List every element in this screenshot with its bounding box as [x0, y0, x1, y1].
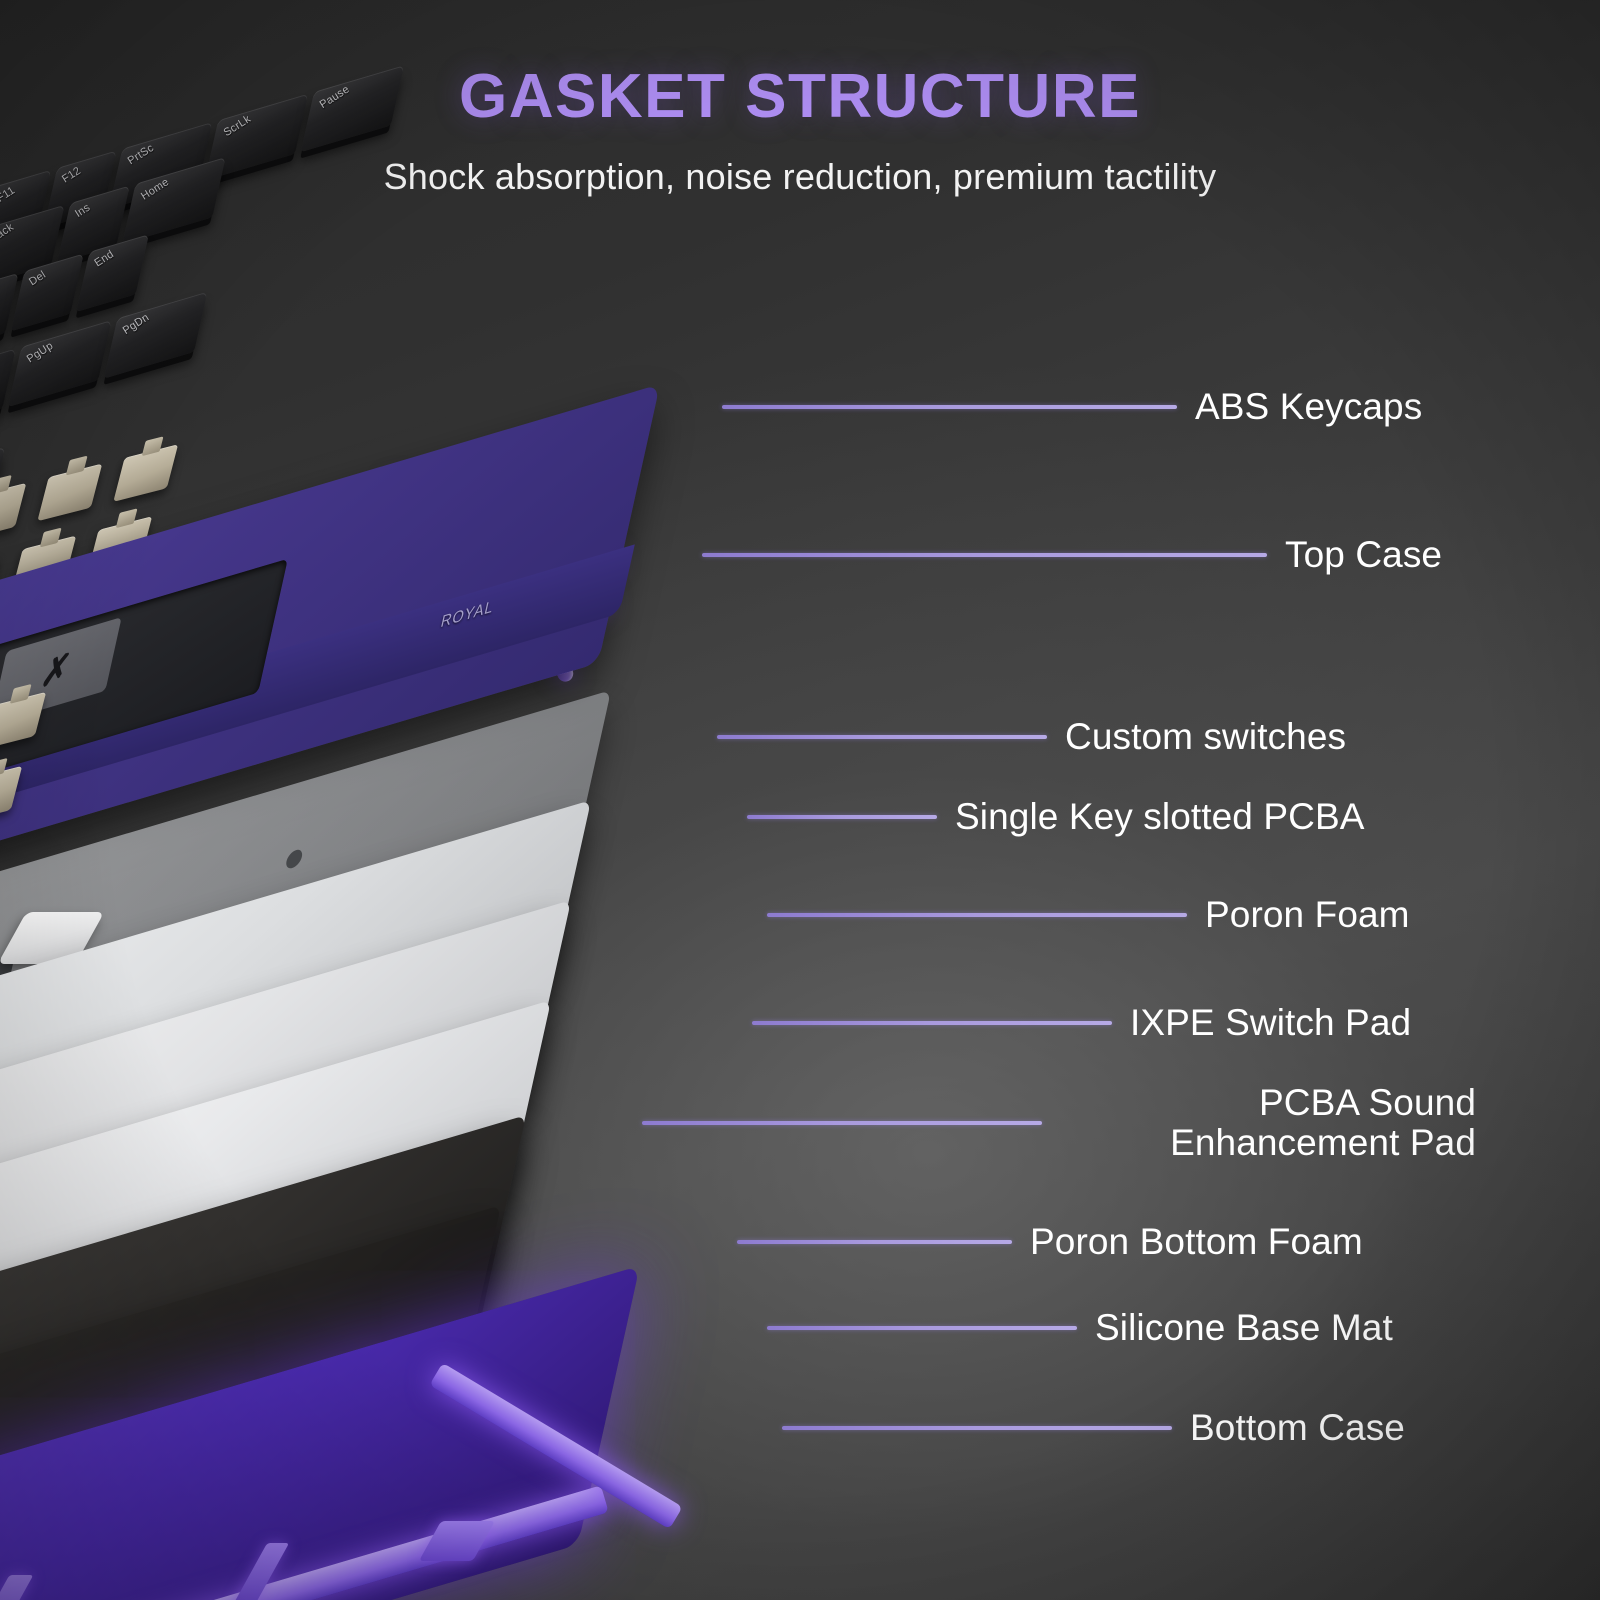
callout-leader-line [767, 1325, 1077, 1330]
callout-label: Poron Bottom Foam [1030, 1221, 1363, 1262]
callout-poron-bottom-foam: Poron Bottom Foam [737, 1222, 1363, 1262]
callout-label: Poron Foam [1205, 894, 1410, 935]
callout-leader-line [717, 734, 1047, 739]
callout-label: Single Key slotted PCBA [955, 796, 1365, 837]
callout-leader-line [747, 814, 937, 819]
callout-top-case: Top Case [702, 535, 1442, 575]
page-title: GASKET STRUCTURE [459, 62, 1141, 131]
callout-single-key-slotted-pcba: Single Key slotted PCBA [747, 797, 1365, 837]
callout-label: Top Case [1285, 534, 1443, 575]
callout-label: Bottom Case [1190, 1407, 1405, 1448]
callout-label: Silicone Base Mat [1095, 1307, 1393, 1348]
callout-poron-foam: Poron Foam [767, 895, 1410, 935]
callout-leader-line [782, 1425, 1172, 1430]
callout-label: Custom switches [1065, 716, 1347, 757]
callout-label-line: Enhancement Pad [1170, 1121, 1476, 1163]
callout-label: ABS Keycaps [1195, 386, 1423, 427]
callout-leader-line [767, 912, 1187, 917]
callout-leader-line [642, 1120, 1042, 1125]
header: GASKET STRUCTURE Shock absorption, noise… [0, 0, 1600, 198]
callout-label-line: PCBA Sound [1259, 1082, 1476, 1123]
callout-leader-line [752, 1020, 1112, 1025]
callout-bottom-case: Bottom Case [782, 1408, 1405, 1448]
callout-custom-switches: Custom switches [717, 717, 1346, 757]
page-subtitle: Shock absorption, noise reduction, premi… [383, 156, 1217, 197]
callout-label: IXPE Switch Pad [1130, 1002, 1412, 1043]
callout-leader-line [737, 1239, 1012, 1244]
callout-leader-line [722, 404, 1177, 409]
callout-leader-line [702, 552, 1267, 557]
callout-ixpe-switch-pad: IXPE Switch Pad [752, 1003, 1411, 1043]
callout-silicone-base-mat: Silicone Base Mat [767, 1308, 1393, 1348]
callout-abs-keycaps: ABS Keycaps [722, 387, 1422, 427]
